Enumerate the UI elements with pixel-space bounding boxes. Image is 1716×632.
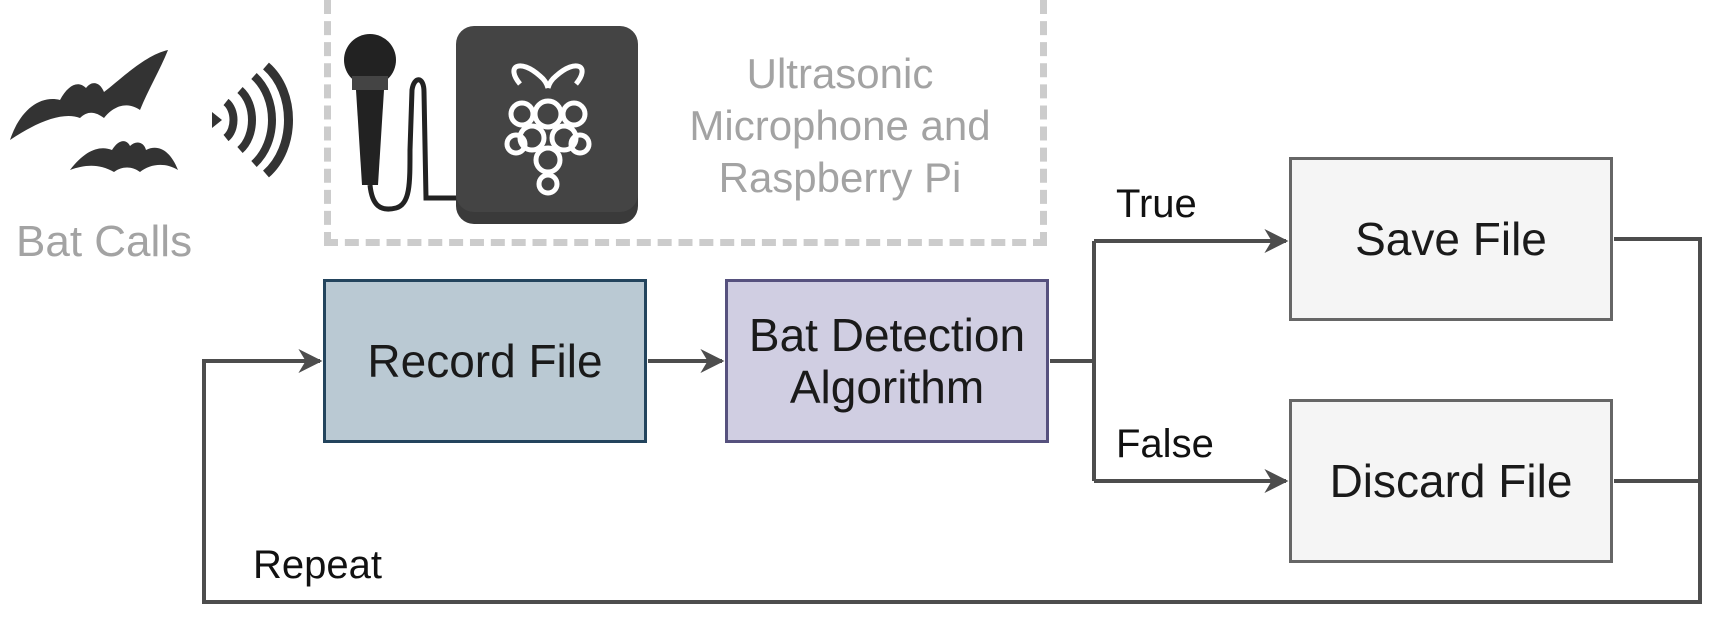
edge-label-repeat: Repeat — [253, 543, 382, 587]
discard-file-node: Discard File — [1289, 399, 1613, 563]
bat-calls-label: Bat Calls — [16, 217, 193, 266]
microphone-icon — [344, 34, 488, 212]
save-file-label: Save File — [1355, 213, 1547, 265]
edge-label-true: True — [1116, 182, 1197, 226]
discard-file-label: Discard File — [1329, 455, 1573, 507]
raspberry-pi-icon — [456, 26, 638, 224]
bat-detection-node: Bat Detection Algorithm — [725, 279, 1049, 443]
save-file-node: Save File — [1289, 157, 1613, 321]
device-group-frame — [324, 0, 1047, 246]
bat-detection-label: Bat Detection Algorithm — [748, 309, 1026, 413]
record-file-label: Record File — [367, 335, 603, 387]
edge-label-false: False — [1116, 422, 1214, 466]
bat-icon — [10, 50, 178, 172]
record-file-node: Record File — [323, 279, 647, 443]
device-group-label: Ultrasonic Microphone and Raspberry Pi — [689, 50, 991, 201]
sound-waves-icon — [212, 62, 293, 178]
